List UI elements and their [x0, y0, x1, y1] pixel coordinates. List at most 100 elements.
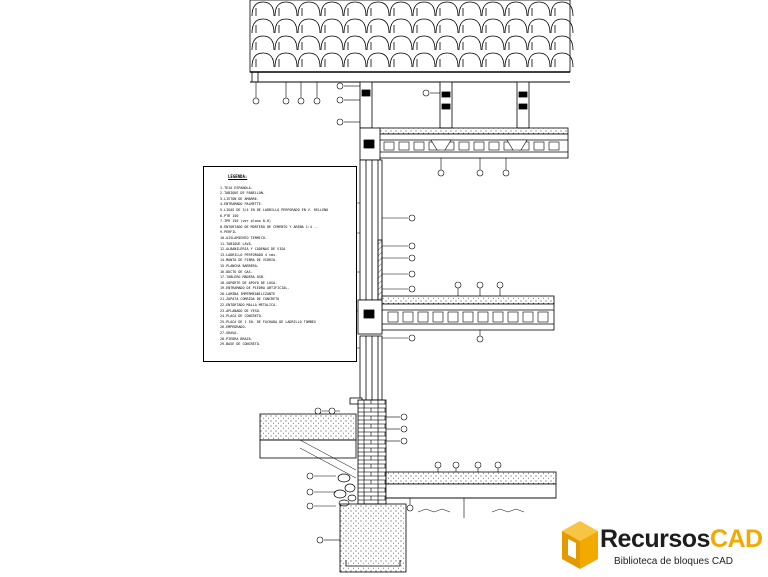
- slab-block: [417, 311, 429, 323]
- roof-tile: [550, 52, 574, 68]
- slab-block: [462, 311, 474, 323]
- stone-fill: [333, 473, 357, 507]
- legend-item: 17-TABLERO MADERA OSB.: [220, 275, 265, 280]
- roof-tile: [435, 35, 459, 51]
- ground-left: [259, 397, 363, 479]
- roof-tile: [320, 35, 344, 51]
- roof-tile: [550, 35, 574, 51]
- roof-tile: [481, 52, 505, 68]
- roof-tile: [527, 1, 551, 17]
- roof-tile: [297, 18, 321, 34]
- slab-block: [522, 311, 534, 323]
- roof-tile: [343, 52, 367, 68]
- roof-tile: [366, 1, 390, 17]
- legend-item: 7-IPR 150 (ver plano 8-8): [220, 219, 272, 224]
- roof-tile: [251, 52, 275, 68]
- legend-item: 12-ALBAÑILERIA Y CADENAS DE VIGA: [220, 247, 286, 252]
- roof-tile: [527, 18, 551, 34]
- roof-tile: [366, 35, 390, 51]
- roof-tile: [412, 52, 436, 68]
- roof-tile: [550, 18, 574, 34]
- roof-tile: [274, 1, 298, 17]
- legend-item: 23-APLANADO DE YESO.: [220, 308, 261, 313]
- slab-block: [477, 311, 489, 323]
- legend-box: LEGENDA: 1-TEJA ESPAÑOLA.2-TABIQUE DE PA…: [203, 166, 357, 362]
- legend-item: 8-ENTORTADO DE MORTERO DE CEMENTO Y AREN…: [220, 224, 318, 229]
- roof-tile: [389, 35, 413, 51]
- roof-tile: [389, 18, 413, 34]
- slab-joist: [506, 139, 528, 151]
- roof-tile: [343, 35, 367, 51]
- legend-item: 19-ENTRAMADO DE PIEDRA ARTIFICIAL.: [220, 286, 290, 291]
- roof-tile: [297, 35, 321, 51]
- legend-item: 16-DUCTO DE GAS.: [220, 269, 253, 274]
- brand-tagline: Biblioteca de bloques CAD: [614, 556, 733, 567]
- roof-tile: [366, 52, 390, 68]
- legend-item: 1-TEJA ESPAÑOLA.: [220, 185, 253, 190]
- roof-posts: [359, 81, 530, 129]
- roof-tile: [389, 1, 413, 17]
- slab-block: [413, 141, 425, 151]
- roof-tile: [481, 1, 505, 17]
- ground-floor-slab: [385, 471, 557, 499]
- roof-tile: [320, 18, 344, 34]
- legend-item: 5-LIGAS DE 3/4 IN DE LADRILLO PERFORADO …: [220, 207, 329, 212]
- roof-tile: [320, 1, 344, 17]
- slab-joist: [430, 139, 452, 151]
- legend-item: 9-PERFIL: [220, 230, 237, 235]
- legend-item: 6-PTR 150: [220, 213, 239, 218]
- slab-block: [473, 141, 485, 151]
- roof-tile: [297, 1, 321, 17]
- slab-block: [387, 311, 399, 323]
- roof-tile: [458, 1, 482, 17]
- cube-logo-icon: [562, 521, 598, 569]
- roof-tile: [297, 52, 321, 68]
- slab-block: [432, 311, 444, 323]
- brand-name-part2: CAD: [709, 525, 763, 553]
- roof-tile: [251, 35, 275, 51]
- foundation-brick-wall: [357, 399, 387, 505]
- middle-slab: [357, 295, 555, 335]
- roof-tile: [435, 1, 459, 17]
- legend-item: 29-BASE DE CONCRETO.: [220, 342, 261, 347]
- recursoscad-watermark: RecursosCAD Biblioteca de bloques CAD: [560, 517, 768, 577]
- legend-item: 18-SOPORTE DE APOYO DE LOSA.: [220, 280, 278, 285]
- slab-block: [383, 141, 395, 151]
- roof-tile: [527, 52, 551, 68]
- legend-item: 4-ENTRAMADO PALMETTE.: [220, 202, 263, 207]
- brand-name-part1: Recursos: [600, 525, 710, 553]
- legend-item: 13-LADRILLO PERFORADO 4 cms.: [220, 252, 278, 257]
- legend-item: 28-PIEDRA BRAZA.: [220, 336, 253, 341]
- slab-block: [548, 141, 560, 151]
- roof-tile: [504, 35, 528, 51]
- roof-tile: [458, 52, 482, 68]
- roof-tile: [389, 52, 413, 68]
- legend-item: 27-GRAVA.: [220, 331, 239, 336]
- exterior-wall: [359, 159, 383, 401]
- roof-tile: [366, 18, 390, 34]
- concrete-footing: [339, 503, 407, 573]
- slab-block: [537, 311, 549, 323]
- roof-tile: [527, 35, 551, 51]
- legend-title: LEGENDA:: [228, 174, 248, 179]
- roof-tile: [435, 18, 459, 34]
- legend-item: 15-PLANCHA BARRERA.: [220, 263, 259, 268]
- roof-tile: [481, 18, 505, 34]
- legend-item: 21-ZAPATA CORRIDA DE CONCRETO: [220, 297, 280, 302]
- legend-item: 24-PLACA DE CONCRETO.: [220, 314, 263, 319]
- slab-block: [507, 311, 519, 323]
- legend-item: 2-TABIQUE DE PABELLON.: [220, 191, 265, 196]
- slab-block: [458, 141, 470, 151]
- roof-tile: [435, 52, 459, 68]
- legend-item: 25-PLACA DE 1 IN. DE FACHADA DE LADRILLO…: [220, 319, 316, 324]
- upper-slab: [359, 127, 569, 161]
- roof-tile: [504, 1, 528, 17]
- roof-tiles: [249, 0, 574, 73]
- roof-tile: [343, 1, 367, 17]
- legend-item: 22-ENTORTADO MALLA METALICA.: [220, 303, 278, 308]
- legend-list: 1-TEJA ESPAÑOLA.2-TABIQUE DE PABELLON.3-…: [210, 186, 350, 348]
- roof-tile: [320, 52, 344, 68]
- roof-tile: [274, 18, 298, 34]
- roof-tile: [251, 1, 275, 17]
- roof-tile: [274, 35, 298, 51]
